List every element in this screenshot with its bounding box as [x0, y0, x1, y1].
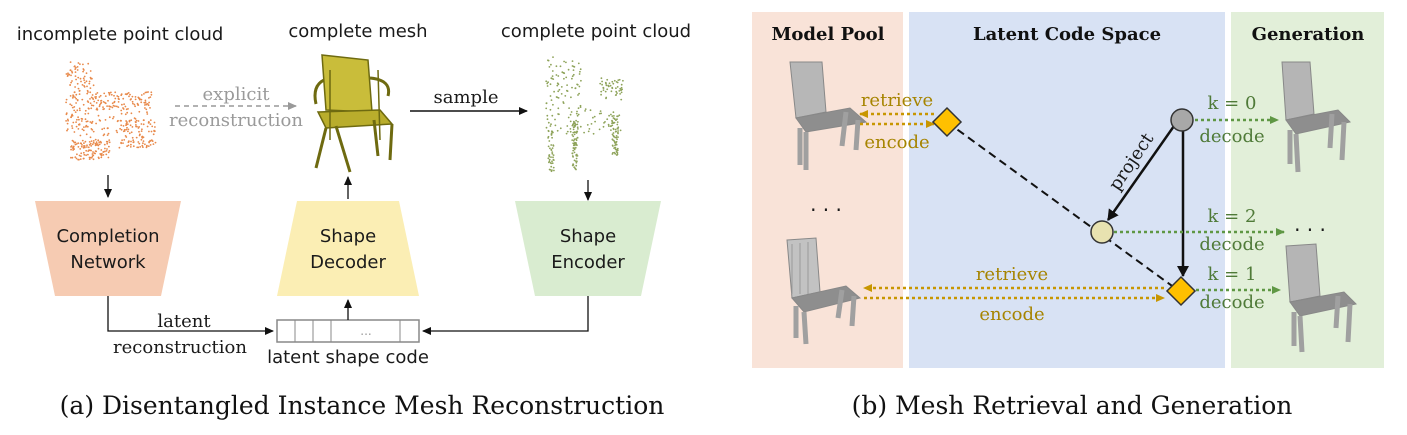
- label-encode-top: encode: [864, 132, 929, 153]
- label-k1: k = 1: [1208, 264, 1257, 285]
- gen-chair-k1: [1285, 243, 1358, 353]
- shape-encoder-block: [515, 201, 661, 296]
- predicted-code-node: [1170, 108, 1194, 132]
- label-decode-k0: decode: [1199, 126, 1264, 147]
- label-latent-shape-code: latent shape code: [267, 347, 429, 368]
- label-latent-reconstruction: reconstruction: [113, 337, 247, 358]
- pool-chair-top: [789, 61, 868, 170]
- completion-network-block: [35, 201, 181, 296]
- gen-dots: · · ·: [1294, 218, 1326, 242]
- label-retrieve-top: retrieve: [861, 90, 933, 111]
- complete-point-cloud-image: [545, 56, 624, 173]
- complete-mesh-image: [313, 54, 394, 173]
- encoder-label-1: Shape: [560, 226, 616, 247]
- panel-a: incomplete point cloud complete mesh com…: [17, 21, 691, 420]
- caption-a: (a) Disentangled Instance Mesh Reconstru…: [60, 391, 665, 420]
- latent-code-dots: ...: [360, 324, 371, 338]
- label-incomplete-point-cloud: incomplete point cloud: [17, 24, 224, 45]
- encoder-to-code-arrow: [422, 296, 589, 335]
- panel-b: Model Pool Latent Code Space Generation …: [752, 12, 1384, 420]
- label-k0: k = 0: [1208, 93, 1257, 114]
- label-latent: latent: [157, 311, 211, 332]
- latent-interpolation-line: [946, 121, 1180, 292]
- encoder-label-2: Encoder: [551, 252, 625, 273]
- pool-chair-bottom: [786, 237, 862, 345]
- label-retrieve-bottom: retrieve: [976, 264, 1048, 285]
- completion-label-2: Network: [70, 252, 146, 273]
- label-encode-bottom: encode: [979, 304, 1044, 325]
- label-explicit-reconstruction: reconstruction: [169, 110, 303, 131]
- caption-b: (b) Mesh Retrieval and Generation: [852, 391, 1293, 420]
- decoder-label-1: Shape: [320, 226, 376, 247]
- label-complete-point-cloud: complete point cloud: [501, 21, 691, 42]
- label-decode-k2: decode: [1199, 234, 1264, 255]
- pool-dots: · · ·: [810, 198, 842, 222]
- projected-code-node: [1090, 220, 1114, 244]
- title-generation: Generation: [1252, 24, 1365, 45]
- incomplete-point-cloud-image: [65, 61, 157, 161]
- model-pool-region: [752, 12, 903, 368]
- title-latent-code-space: Latent Code Space: [973, 24, 1161, 45]
- latent-space-region: [909, 12, 1225, 368]
- completion-label-1: Completion: [56, 226, 159, 247]
- label-decode-k1: decode: [1199, 292, 1264, 313]
- latent-shape-code-bar: ...: [276, 319, 420, 343]
- decoder-label-2: Decoder: [310, 252, 386, 273]
- retrieved-code-diamond-bottom: [1165, 275, 1197, 307]
- gen-chair-k0: [1281, 61, 1351, 173]
- title-model-pool: Model Pool: [772, 24, 885, 45]
- label-explicit: explicit: [203, 84, 271, 105]
- retrieved-code-diamond-top: [931, 106, 963, 138]
- label-sample: sample: [434, 87, 499, 108]
- label-k2: k = 2: [1208, 206, 1257, 227]
- completion-to-code-arrow: [107, 296, 274, 335]
- label-complete-mesh: complete mesh: [288, 21, 427, 42]
- shape-decoder-block: [277, 201, 419, 296]
- project-arrow: [1106, 125, 1176, 221]
